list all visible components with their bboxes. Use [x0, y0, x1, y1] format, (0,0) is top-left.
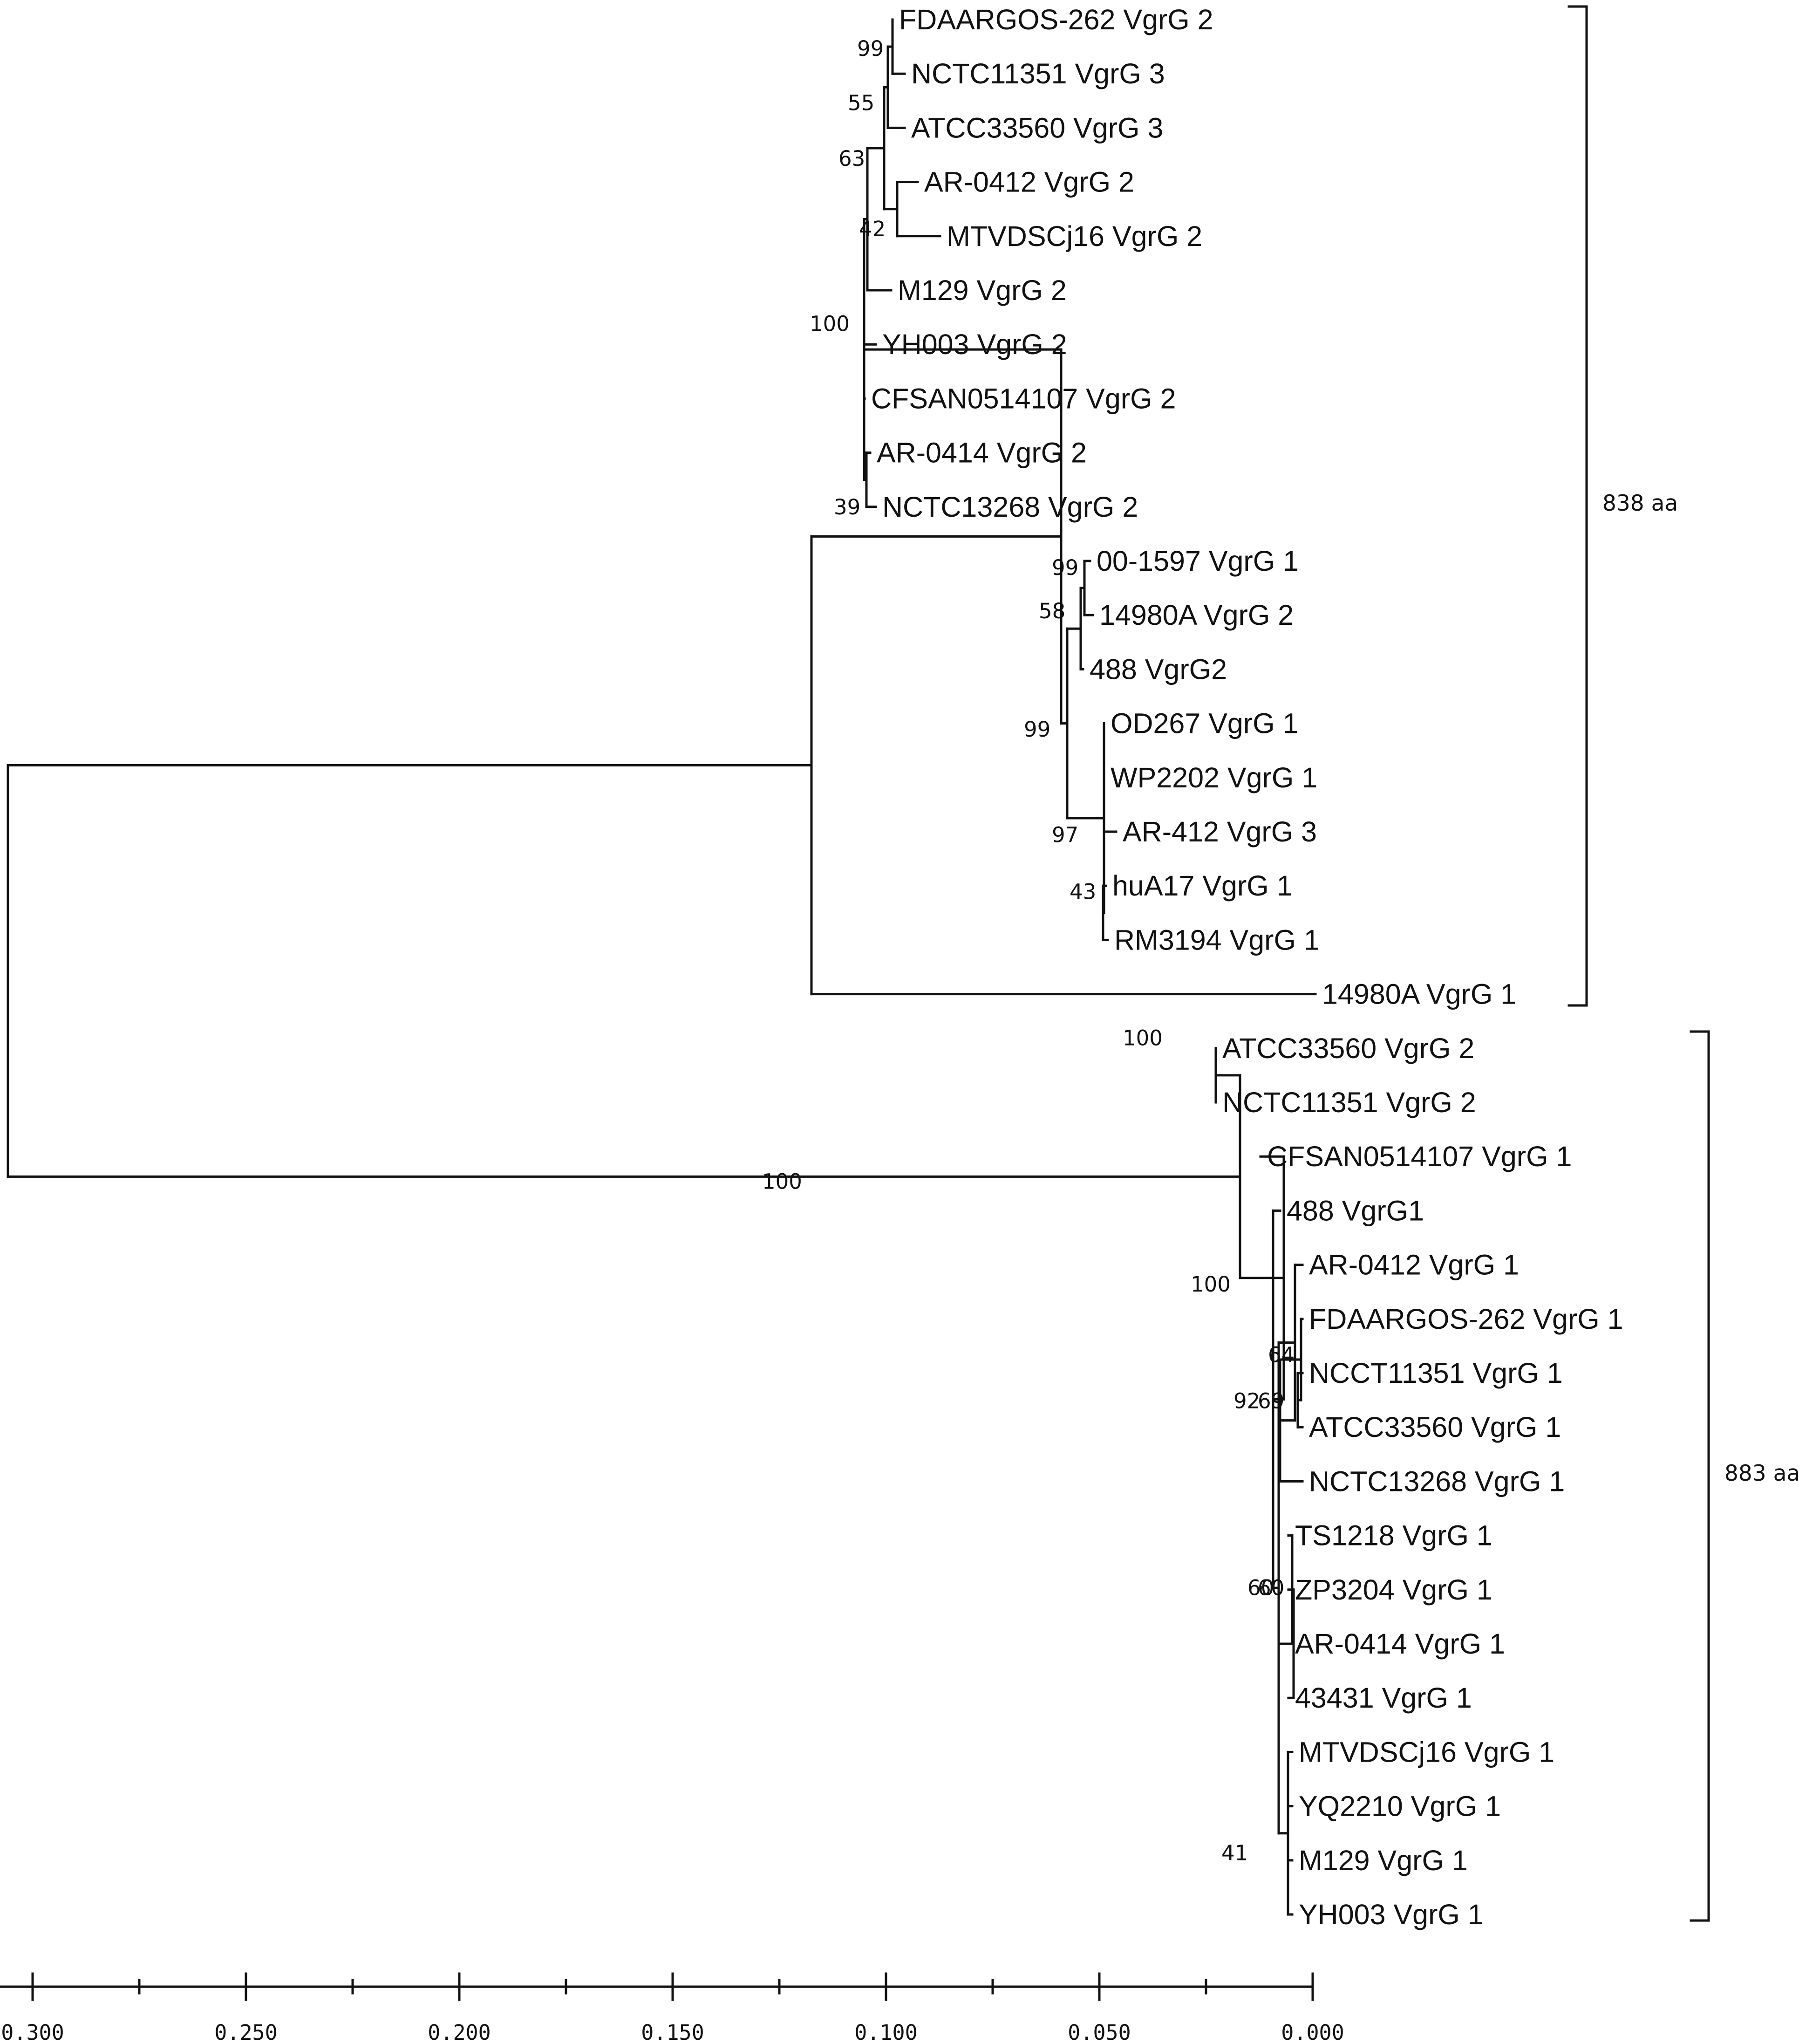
leaf-label: RM3194 VgrG 1 [1114, 924, 1320, 956]
leaf-label: NCTC11351 VgrG 3 [911, 58, 1165, 89]
bootstrap-value: 69 [1258, 1389, 1284, 1414]
leaf-label: AR-0412 VgrG 1 [1309, 1249, 1519, 1281]
bootstrap-value: 42 [859, 217, 886, 241]
leaf-label: 14980A VgrG 2 [1099, 599, 1294, 631]
leaf-label: 14980A VgrG 1 [1322, 978, 1516, 1010]
leaf-label: ATCC33560 VgrG 3 [911, 112, 1163, 144]
leaf-label: M129 VgrG 2 [898, 274, 1067, 306]
leaf-label: CFSAN0514107 VgrG 2 [871, 383, 1176, 414]
clade-883-bracket [1690, 1030, 1710, 1922]
leaf-label: M129 VgrG 1 [1299, 1845, 1468, 1876]
leaf-label: AR-0412 VgrG 2 [924, 166, 1134, 198]
axis-tick-label: 0.200 [428, 2020, 491, 2044]
leaf-label: MTVDSCj16 VgrG 1 [1299, 1736, 1554, 1768]
bootstrap-value: 64 [1268, 1342, 1295, 1367]
scale-axis: 0.300 0.250 0.200 0.150 0.100 0.050 0.000 [0, 1972, 1344, 2044]
leaf-label: huA17 VgrG 1 [1112, 870, 1293, 902]
leaf-label: OD267 VgrG 1 [1111, 708, 1298, 739]
leaf-label: ZP3204 VgrG 1 [1295, 1574, 1492, 1606]
leaf-labels: FDAARGOS-262 VgrG 2 NCTC11351 VgrG 3 ATCC3… [871, 4, 1623, 1930]
leaf-label: WP2202 VgrG 1 [1111, 762, 1317, 793]
axis-tick-label: 0.250 [214, 2020, 277, 2044]
bootstrap-value: 100 [1123, 1025, 1163, 1050]
axis-tick-label: 0.100 [854, 2020, 917, 2044]
clade-838-bracket [1567, 5, 1588, 1007]
bootstrap-value: 39 [834, 495, 860, 520]
leaf-label: YH003 VgrG 1 [1299, 1899, 1484, 1930]
leaf-label: 00-1597 VgrG 1 [1097, 545, 1299, 577]
bootstrap-value: 100 [762, 1169, 802, 1194]
leaf-label: AR-412 VgrG 3 [1123, 816, 1317, 848]
bootstrap-value: 100 [810, 312, 850, 336]
leaf-label: CFSAN0514107 VgrG 1 [1267, 1141, 1572, 1172]
leaf-label: NCTC13268 VgrG 1 [1309, 1465, 1565, 1497]
leaf-label: TS1218 VgrG 1 [1295, 1520, 1492, 1552]
bootstrap-value: 60 [1258, 1575, 1284, 1600]
bootstrap-value: 41 [1221, 1841, 1248, 1866]
leaf-label: NCTC13268 VgrG 2 [882, 491, 1138, 523]
leaf-label: AR-0414 VgrG 2 [877, 437, 1087, 469]
leaf-label: MTVDSCj16 VgrG 2 [947, 220, 1202, 252]
leaf-label: 488 VgrG1 [1287, 1195, 1424, 1226]
leaf-label: ATCC33560 VgrG 2 [1222, 1032, 1474, 1064]
bootstrap-value: 63 [838, 146, 865, 171]
axis-tick-label: 0.300 [1, 2020, 64, 2044]
bootstrap-value: 100 [1191, 1272, 1231, 1297]
bootstrap-value: 60 [1247, 1575, 1274, 1600]
leaf-label: YH003 VgrG 2 [882, 328, 1067, 360]
leaf-label: YQ2210 VgrG 1 [1299, 1791, 1501, 1822]
tree-branches [7, 18, 1317, 1916]
leaf-label: NCTC11351 VgrG 2 [1222, 1087, 1476, 1118]
bootstrap-value: 58 [1039, 599, 1065, 623]
axis-tick-label: 0.050 [1068, 2020, 1131, 2044]
leaf-label: NCCT11351 VgrG 1 [1309, 1357, 1563, 1389]
axis-tick-label: 0.000 [1281, 2020, 1344, 2044]
clade-brackets: 838 aa 883 aa [1567, 5, 1799, 1922]
clade-838-label: 838 aa [1602, 491, 1678, 516]
leaf-label: FDAARGOS-262 VgrG 1 [1309, 1303, 1623, 1335]
bootstrap-value: 99 [1024, 717, 1050, 742]
leaf-label: AR-0414 VgrG 1 [1295, 1628, 1505, 1660]
leaf-label: ATCC33560 VgrG 1 [1309, 1411, 1561, 1443]
leaf-label: FDAARGOS-262 VgrG 2 [899, 4, 1213, 35]
leaf-label: 43431 VgrG 1 [1295, 1682, 1472, 1714]
bootstrap-value: 92 [1233, 1389, 1260, 1414]
bootstrap-value: 55 [848, 90, 874, 115]
bootstrap-value: 97 [1052, 822, 1078, 847]
bootstrap-value: 43 [1070, 880, 1096, 904]
bootstrap-value: 99 [857, 36, 884, 61]
axis-tick-label: 0.150 [641, 2020, 704, 2044]
bootstrap-value: 99 [1052, 555, 1078, 580]
leaf-label: 488 VgrG2 [1090, 653, 1227, 685]
clade-883-label: 883 aa [1724, 1461, 1799, 1486]
